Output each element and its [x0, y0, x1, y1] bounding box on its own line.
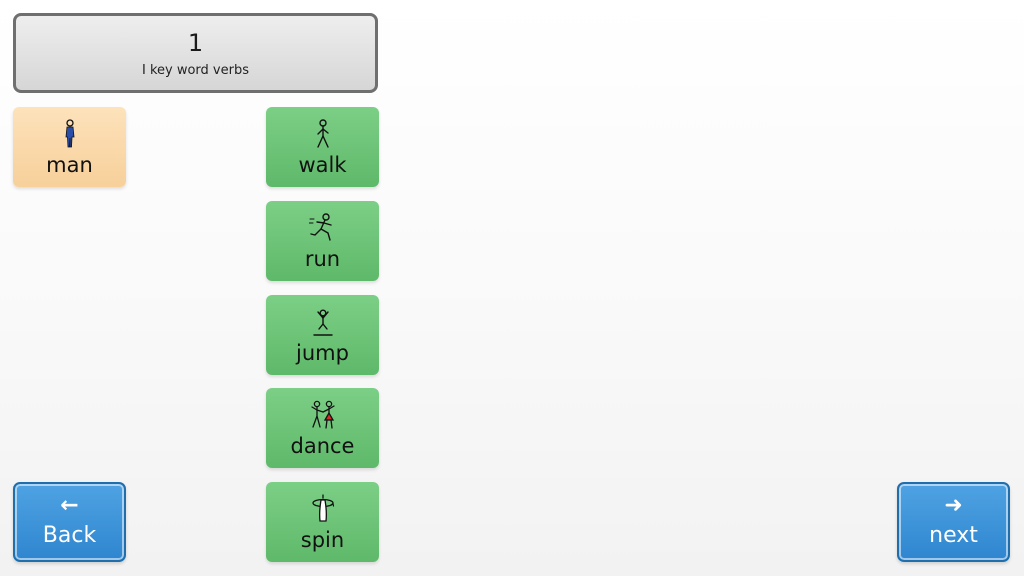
walking-person-icon	[312, 117, 334, 151]
word-button-man[interactable]: man	[13, 107, 126, 187]
word-button-spin[interactable]: spin	[266, 482, 379, 562]
running-person-icon	[308, 211, 337, 245]
dancing-couple-icon	[308, 398, 338, 432]
page-title-box[interactable]: 1 I key word verbs	[13, 13, 378, 93]
page-subtitle: I key word verbs	[141, 63, 249, 78]
word-button-run[interactable]: run	[266, 201, 379, 281]
spinning-person-icon	[309, 492, 337, 526]
jumping-person-icon	[310, 305, 336, 339]
word-label: man	[46, 153, 93, 177]
back-label: Back	[42, 523, 97, 548]
next-label: next	[929, 523, 978, 548]
word-label: jump	[296, 341, 349, 365]
next-button[interactable]: ➜ next	[897, 482, 1010, 562]
page-number: 1	[187, 29, 204, 57]
word-label: walk	[298, 153, 347, 177]
arrow-right-icon: ➜	[944, 493, 963, 518]
word-button-dance[interactable]: dance	[266, 388, 379, 468]
word-button-jump[interactable]: jump	[266, 295, 379, 375]
back-button[interactable]: ← Back	[13, 482, 126, 562]
word-label: run	[304, 247, 341, 271]
arrow-left-icon: ←	[60, 493, 79, 518]
word-button-walk[interactable]: walk	[266, 107, 379, 187]
word-label: spin	[300, 528, 345, 552]
word-label: dance	[290, 434, 355, 458]
man-icon	[60, 117, 80, 151]
